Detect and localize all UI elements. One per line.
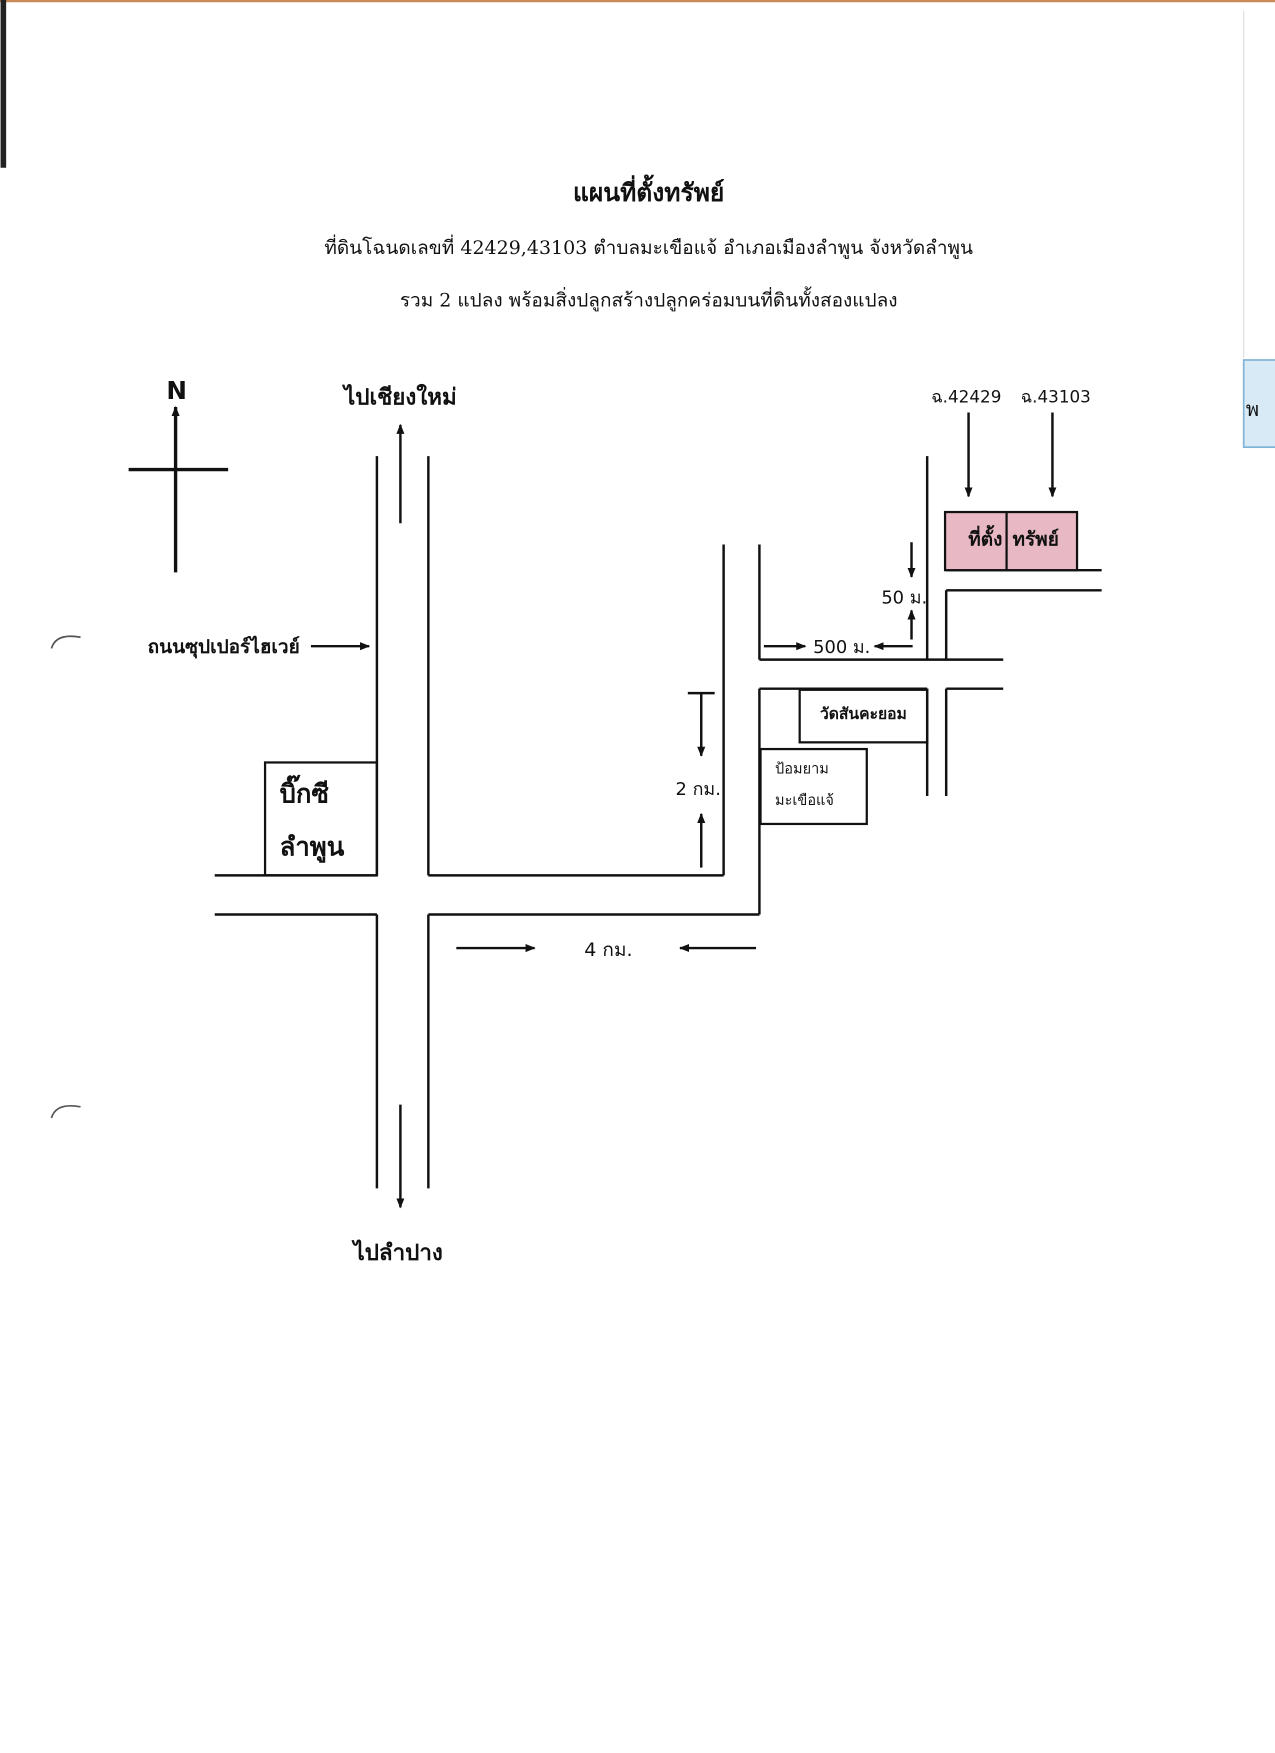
superhighway-label: ถนนซุปเปอร์ไฮเวย์ — [148, 635, 300, 659]
superhighway-road — [375, 456, 430, 1189]
property-label-part1: ที่ตั้ง — [968, 525, 1002, 551]
wat-san-kayom: วัดสันคะยอม — [798, 688, 929, 744]
big-c-lamphun: บิ๊กซี ลำพูน — [263, 761, 379, 877]
north-compass: N — [128, 376, 229, 573]
deed-43103-label: ฉ.43103 — [1021, 386, 1091, 406]
big-c-name: บิ๊กซี — [280, 775, 329, 810]
distance-500m-label: 500 ม. — [813, 637, 870, 658]
north-label: N — [166, 376, 187, 405]
distance-4km-label: 4 กม. — [584, 939, 632, 961]
edge-tab: พ — [1242, 359, 1275, 449]
big-c-city: ลำพูน — [280, 832, 345, 863]
edge-tab-text: พ — [1246, 397, 1259, 421]
east-west-road — [214, 874, 760, 916]
plot-description: รวม 2 แปลง พร้อมสิ่งปลูกสร้างปลูกคร่อมบน… — [400, 286, 898, 311]
binder-hole-bottom — [50, 1104, 81, 1119]
wat-name: วัดสันคะยอม — [820, 704, 907, 723]
police-box-name: ป้อมยาม — [775, 761, 829, 778]
deed-description: ที่ดินโฉนดเลขที่ 42429,43103 ตำบลมะเขือแ… — [324, 234, 973, 259]
distance-2km-label: 2 กม. — [676, 779, 721, 800]
to-lampang-label: ไปลำปาง — [350, 1239, 442, 1266]
soi-road — [759, 658, 1004, 690]
police-box-area: มะเขือแจ้ — [775, 792, 834, 809]
police-box: ป้อมยาม มะเขือแจ้ — [759, 747, 868, 826]
distance-50m-label: 50 ม. — [881, 588, 927, 609]
secondary-road — [722, 544, 761, 915]
property-label-part2: ทรัพย์ — [1012, 529, 1058, 551]
page-title: แผนที่ตั้งทรัพย์ — [573, 174, 724, 207]
deed-42429-label: ฉ.42429 — [931, 386, 1001, 406]
property-site: ที่ตั้ง ทรัพย์ — [943, 510, 1079, 572]
binder-hole-top — [50, 635, 81, 649]
to-chiang-mai-label: ไปเชียงใหม่ — [341, 384, 457, 411]
property-lane — [925, 456, 1102, 797]
